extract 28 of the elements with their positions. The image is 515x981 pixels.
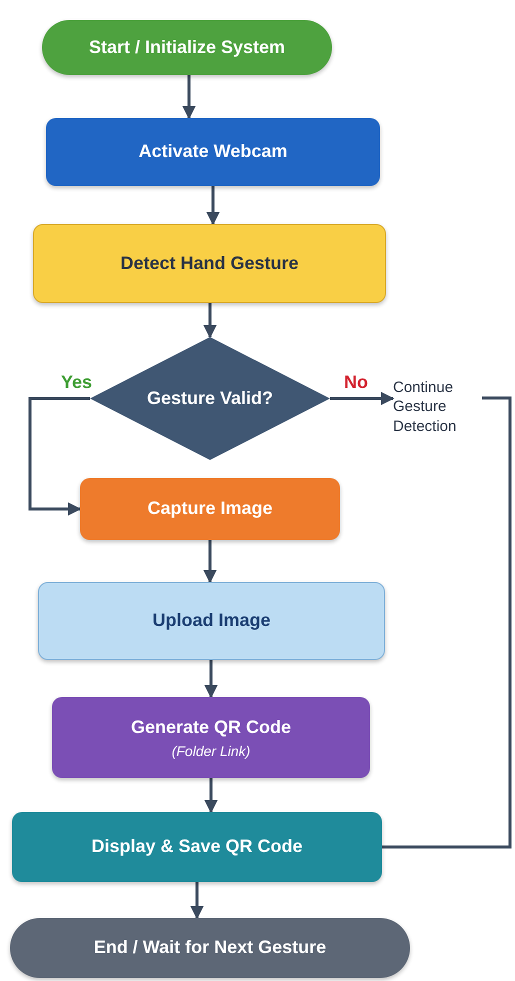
terminal-box — [10, 918, 410, 978]
note-text: Continue Gesture Detection — [393, 378, 458, 436]
process-box — [46, 118, 380, 186]
arrow — [330, 392, 394, 406]
process-box — [38, 582, 385, 660]
arrow — [204, 778, 218, 814]
node-title: End / Wait for Next Gesture — [94, 936, 326, 960]
node-title: Upload Image — [152, 609, 271, 632]
arrow — [190, 882, 204, 920]
arrow — [204, 660, 218, 698]
arrow — [182, 75, 196, 120]
process-box — [52, 697, 370, 778]
node-title: Activate Webcam — [138, 140, 288, 164]
node-title: Generate QR Code — [130, 716, 292, 739]
arrow — [203, 303, 217, 338]
arrow — [206, 186, 220, 226]
node-title: Start / Initialize System — [88, 36, 286, 59]
node-title: Detect Hand Gesture — [120, 252, 299, 275]
process-box — [80, 478, 340, 540]
arrow — [203, 540, 217, 584]
arrow — [28, 397, 90, 516]
node-title: Capture Image — [147, 497, 273, 520]
process-box — [12, 812, 382, 882]
node-subtitle: (Folder Link) — [172, 743, 250, 760]
node-title: Gesture Valid? — [146, 386, 274, 410]
process-box — [33, 224, 386, 303]
node-title: Display & Save QR Code — [91, 835, 303, 858]
terminal-box — [42, 20, 332, 75]
